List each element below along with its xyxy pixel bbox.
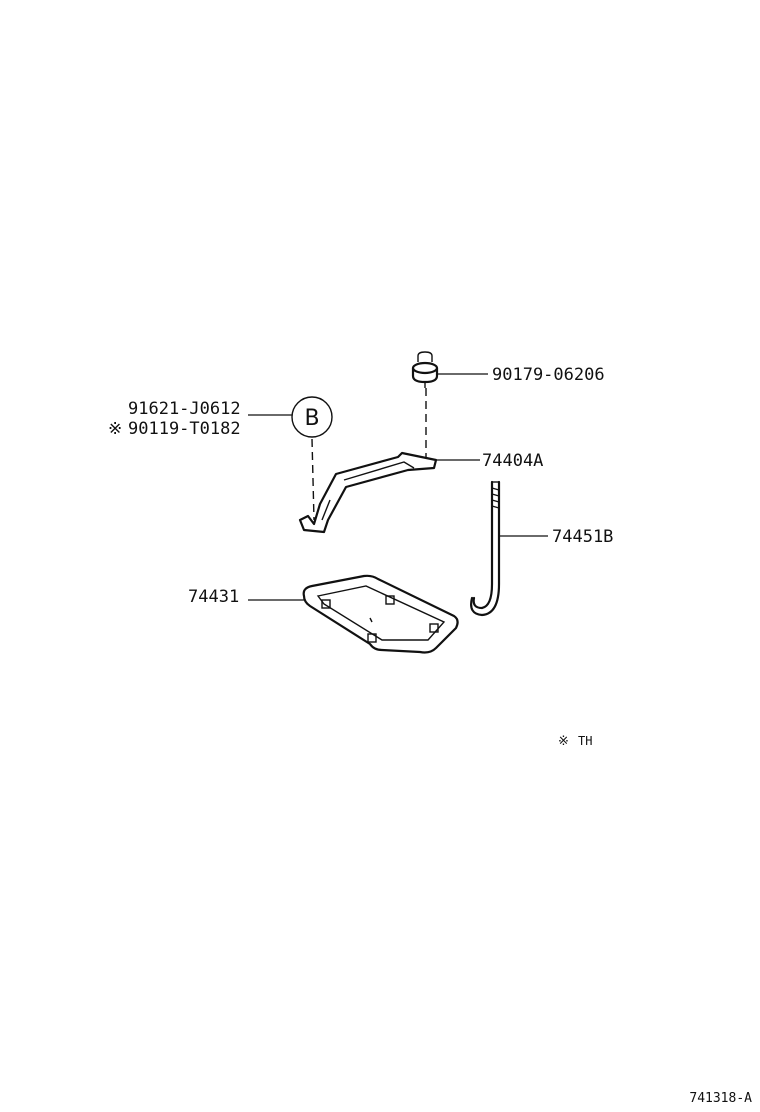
bolt-part-number-2: 90119-T0182: [128, 419, 241, 439]
tray-part-number: 74431: [188, 587, 239, 607]
clamp-part: [298, 451, 438, 534]
note-text: TH: [578, 734, 592, 748]
tray-part: [302, 574, 459, 654]
bolt-circle: [291, 396, 333, 438]
nut-part: [411, 351, 439, 388]
diagram-id: 741318-A: [689, 1091, 752, 1106]
note-mark: ※: [558, 734, 569, 749]
bolt-circle-letter: B: [304, 406, 319, 431]
bolt-part-number-1: 91621-J0612: [128, 399, 241, 419]
bolt-part-number-2-mark: ※: [108, 419, 122, 439]
nut-part-number: 90179-06206: [492, 365, 605, 385]
rod-part-number: 74451B: [552, 527, 613, 547]
clamp-part-number: 74404A: [482, 451, 543, 471]
rod-part: [470, 480, 501, 617]
bolt-dashed-line: [311, 438, 315, 521]
